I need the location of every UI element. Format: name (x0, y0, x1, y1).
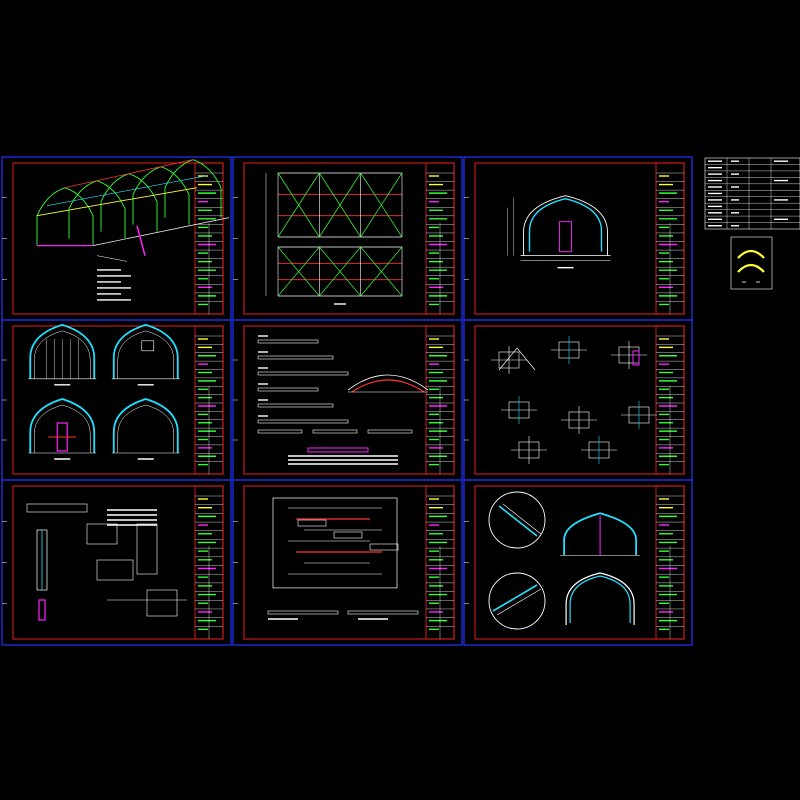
sheet-2 (232, 156, 463, 321)
sheet-7 (1, 479, 232, 646)
member-details (257, 335, 429, 465)
title-block (426, 335, 454, 474)
arch-symbol-icon (730, 236, 773, 290)
material-table (704, 157, 800, 230)
title-block (656, 495, 684, 639)
sheet-9 (463, 479, 693, 646)
title-block (656, 172, 684, 314)
title-block (195, 335, 223, 474)
joint-details (488, 491, 641, 630)
plan-layout (267, 497, 419, 620)
section-arch (507, 195, 611, 269)
sheet-8 (232, 479, 463, 646)
bracing-plan (265, 172, 403, 305)
arch-elevations (28, 323, 180, 460)
side-panel (704, 157, 800, 290)
title-block (195, 495, 223, 639)
title-block (426, 172, 454, 314)
title-block (656, 335, 684, 474)
drawing-sheets (1, 156, 693, 646)
connection-details (491, 336, 657, 464)
title-block (426, 495, 454, 639)
perspective-frame (36, 159, 230, 301)
foundation-details (26, 503, 187, 621)
title-block (195, 172, 223, 314)
